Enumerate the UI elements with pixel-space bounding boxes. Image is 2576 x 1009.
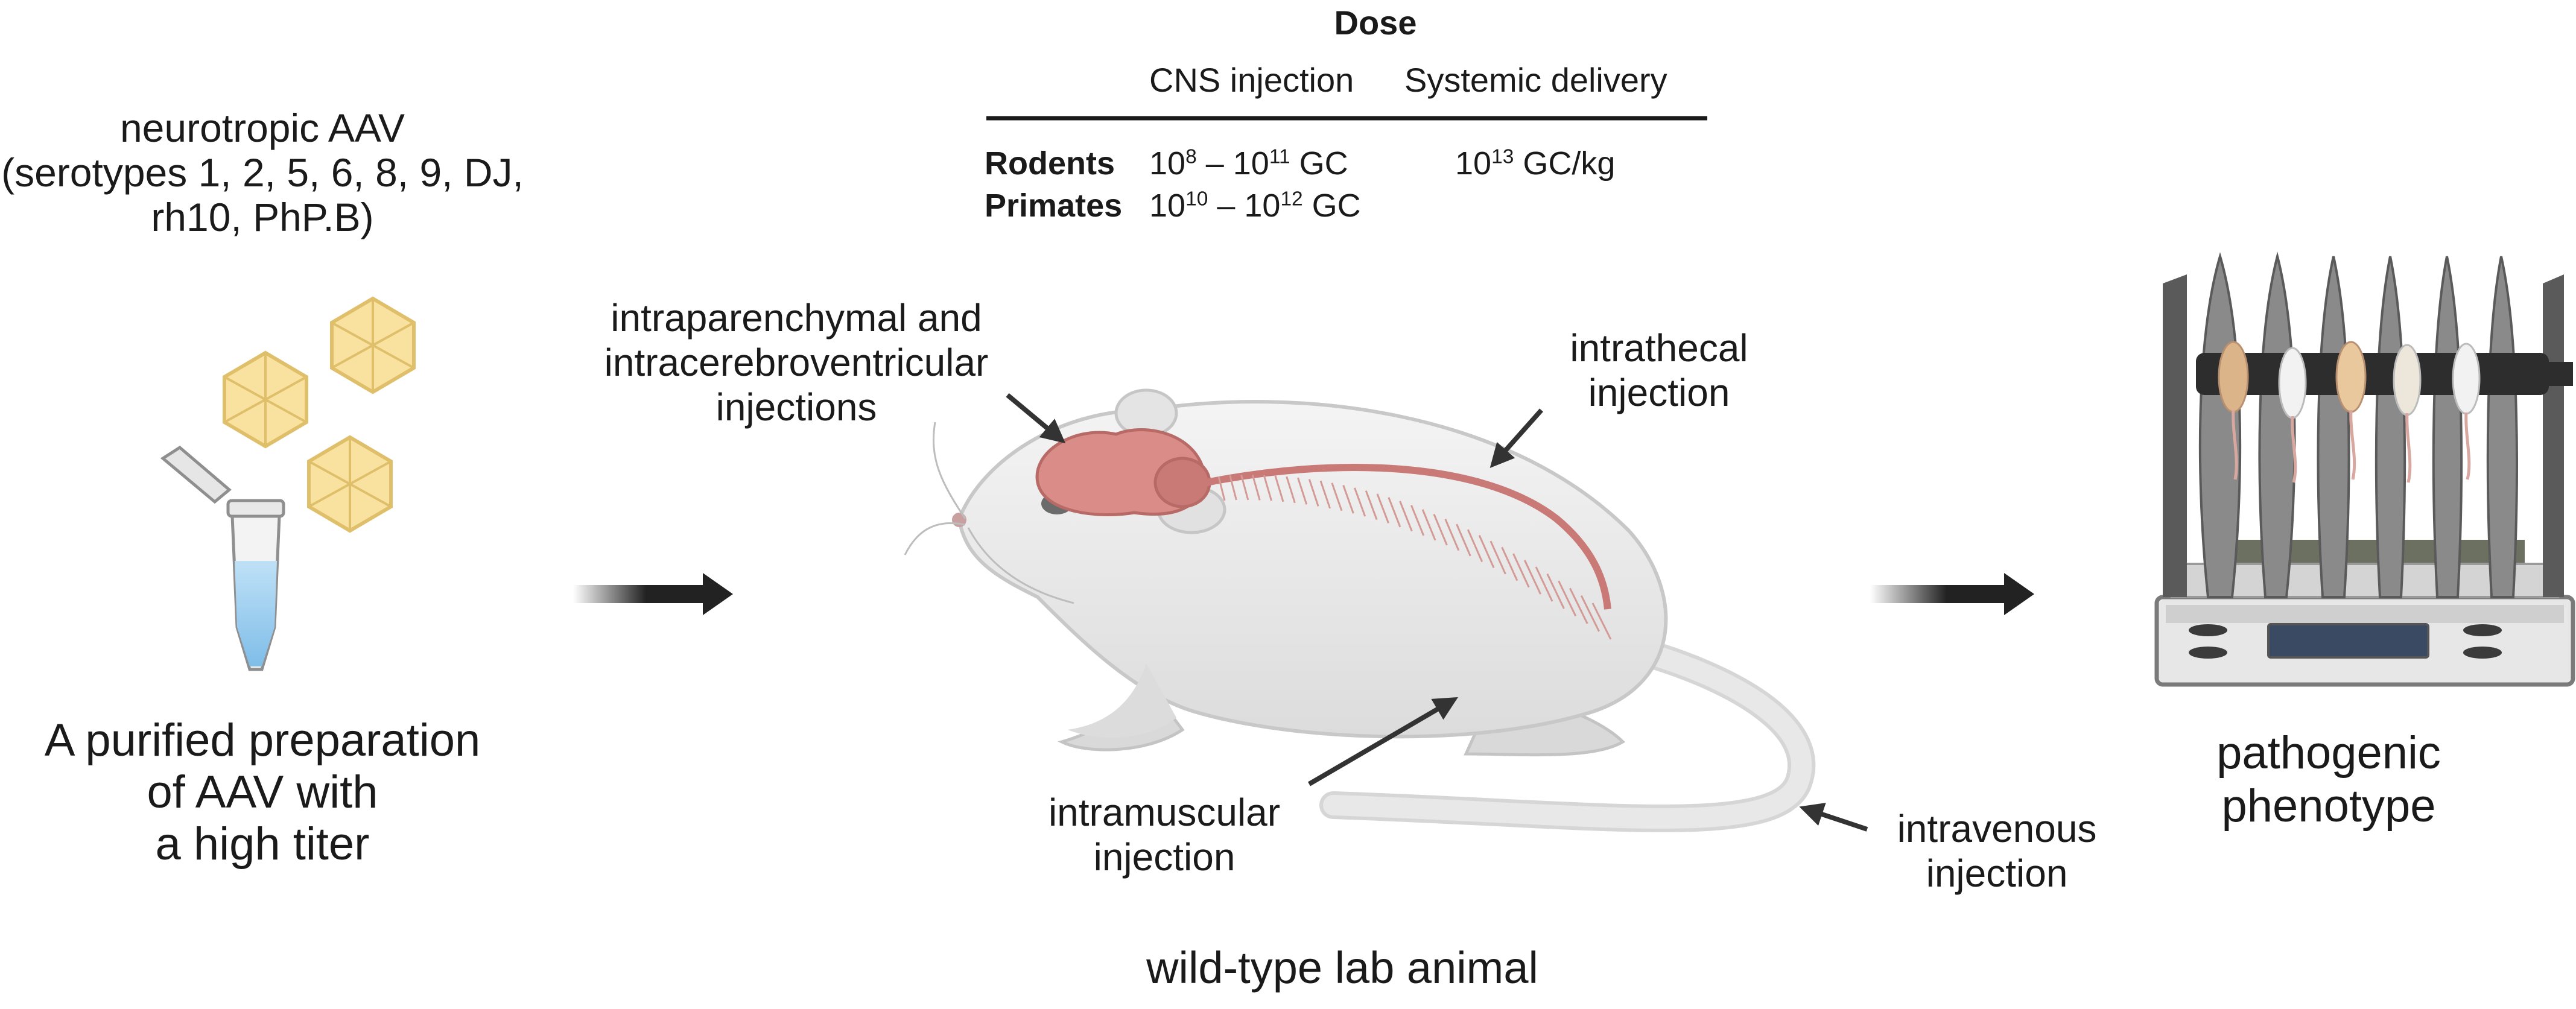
arrow-intramuscular [1307, 697, 1458, 786]
dose-col-systemic: Systemic delivery [1404, 61, 1667, 99]
dose-title: Dose [1334, 4, 1417, 42]
label-intravenous: intravenous injection [1897, 807, 2097, 895]
nerve-root-tick [1433, 513, 1448, 546]
dose-primates-cns: 1010 – 1012 GC [1149, 188, 1361, 224]
process-arrow-2 [1870, 573, 2034, 615]
arrow-intraparenchymal [1006, 393, 1066, 444]
nerve-root-tick [1308, 479, 1319, 507]
nerve-root-tick [1489, 540, 1506, 575]
nerve-root-tick [1580, 595, 1600, 632]
dose-col-cns: CNS injection [1149, 61, 1354, 99]
aav-title-line3: rh10, PhP.B) [151, 195, 374, 239]
prep-line3: a high titer [155, 818, 370, 870]
capsid-facets [224, 299, 414, 531]
label-intrathecal: intrathecal injection [1570, 326, 1748, 414]
phenotype-caption: pathogenic phenotype [2216, 727, 2441, 832]
dose-rodents-systemic: 1013 GC/kg [1455, 145, 1616, 182]
aav-serotype-caption: neurotropic AAV (serotypes 1, 2, 5, 6, 8… [0, 106, 525, 239]
process-arrow-1 [573, 573, 733, 615]
label-intramuscular: intramuscular injection [1048, 791, 1281, 879]
nerve-root-tick [1286, 476, 1296, 504]
nerve-root-tick [1217, 476, 1226, 501]
aav-title-line2: (serotypes 1, 2, 5, 6, 8, 9, DJ, [1, 150, 524, 195]
nerve-roots: // placeholder: nerve root ticks drawn b… [1217, 475, 1612, 640]
nerve-root-tick [1410, 505, 1425, 536]
prep-line1: A purified preparation [44, 715, 481, 766]
nerve-root-tick [1376, 493, 1389, 523]
nerve-root-tick [1229, 475, 1237, 501]
nerve-root-tick [1251, 475, 1261, 501]
dose-row-primates-label: Primates [985, 188, 1123, 224]
arrow-intravenous [1799, 803, 1868, 832]
aav-capsid-icon [223, 296, 416, 533]
nerve-root-tick [1591, 603, 1612, 640]
nerve-root-tick [1365, 490, 1378, 520]
nerve-root-tick [1388, 497, 1401, 528]
nerve-root-tick [1240, 475, 1249, 501]
nerve-root-tick [1319, 480, 1331, 509]
route-arrows [1006, 393, 1868, 832]
nerve-root-tick [1546, 573, 1565, 609]
nerve-root-tick [1535, 566, 1553, 602]
nerve-root-tick [1342, 485, 1354, 514]
rotarod-icon [2154, 251, 2575, 687]
nerve-root-tick [1558, 580, 1577, 617]
aav-title-line1: neurotropic AAV [119, 106, 405, 150]
dose-row-rodents-label: Rodents [985, 145, 1115, 182]
animal-caption: wild-type lab animal [1146, 943, 1538, 993]
aav-preparation-caption: A purified preparation of AAV with a hig… [0, 715, 525, 870]
nerve-root-tick [1399, 501, 1413, 532]
brain-icon [1035, 428, 1611, 610]
nerve-root-tick [1569, 587, 1588, 624]
prep-line2: of AAV with [147, 767, 378, 818]
tube-icon [160, 445, 285, 671]
nerve-root-tick [1274, 475, 1284, 502]
nerve-root-tick [1523, 560, 1541, 595]
nerve-root-tick [1421, 509, 1436, 541]
label-intraparenchymal: intraparenchymal and intracerebroventric… [604, 296, 989, 429]
nerve-root-tick [1501, 546, 1518, 581]
nerve-root-tick [1263, 475, 1273, 501]
nerve-root-tick [1354, 487, 1366, 517]
dose-rodents-cns: 108 – 1011 GC [1149, 145, 1348, 182]
nerve-root-tick [1331, 482, 1343, 511]
nerve-root-tick [1478, 534, 1495, 569]
nerve-root-tick [1512, 553, 1530, 588]
mouse-icon [904, 388, 1816, 832]
nerve-root-tick [1297, 477, 1308, 505]
nerve-root-tick [1467, 529, 1483, 563]
nerve-root-tick [1444, 519, 1460, 551]
arrow-intrathecal [1489, 408, 1543, 468]
nerve-root-tick [1456, 523, 1471, 557]
